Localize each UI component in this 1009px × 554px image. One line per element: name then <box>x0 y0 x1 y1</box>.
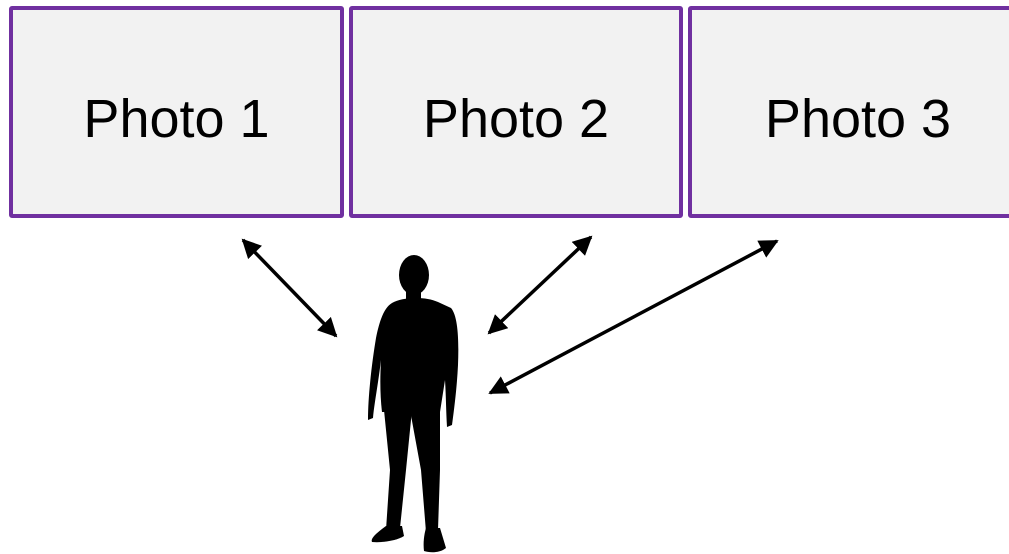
photo-1-label: Photo 1 <box>83 89 270 149</box>
photo-2-label: Photo 2 <box>422 89 610 149</box>
photo-2-box: Photo 2 <box>349 6 683 218</box>
photo-1-box: Photo 1 <box>9 6 344 218</box>
arrow-person-photo-1 <box>241 238 338 338</box>
arrow-person-photo-2 <box>487 235 593 335</box>
photo-3-label: Photo 3 <box>764 89 952 149</box>
photo-3-box: Photo 3 <box>688 6 1009 218</box>
arrow-person-photo-3 <box>488 239 779 395</box>
person-silhouette-icon <box>368 255 459 553</box>
